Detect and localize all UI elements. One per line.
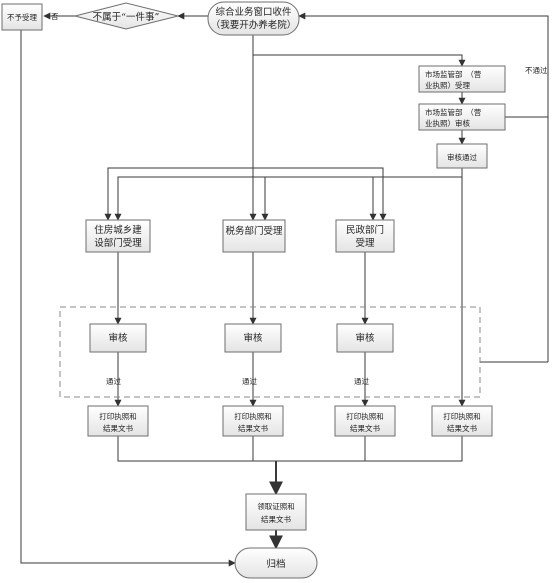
- archive-label: 归档: [266, 558, 285, 570]
- print-civil-line2: 结果文书: [350, 423, 380, 433]
- reject-node[interactable]: 不予受理: [1, 3, 43, 31]
- arrow-start-to-housing: [104, 167, 253, 221]
- collect-line2: 结果文书: [261, 514, 291, 524]
- arrow-pass-to-housing: [114, 168, 463, 221]
- reject-label: 不予受理: [7, 12, 37, 22]
- civil-line1: 民政部门: [346, 224, 384, 236]
- print-node-civil[interactable]: 打印执照和 结果文书: [334, 405, 396, 437]
- market-pass-node[interactable]: 审核通过: [436, 143, 488, 169]
- arrow-market-fail-loop: [298, 12, 549, 118]
- civil-line2: 受理: [355, 237, 375, 249]
- print-node-housing[interactable]: 打印执照和 结果文书: [87, 405, 149, 437]
- start-line2: （我要开办养老院）: [211, 19, 297, 31]
- market-accept-line2: 业执照）受理: [425, 80, 470, 90]
- print-civil-line1: 打印执照和: [346, 411, 384, 421]
- print-housing-line1: 打印执照和: [99, 411, 137, 421]
- start-line1: 综合业务窗口收件: [215, 6, 292, 18]
- arrow-start-to-civil: [253, 167, 387, 221]
- pass-label-housing: 通过: [106, 376, 121, 386]
- print-tax-line1: 打印执照和: [234, 411, 272, 421]
- tax-dept-node[interactable]: 税务部门受理: [222, 219, 286, 253]
- market-review-line1: 市场监管部 （营: [425, 107, 482, 117]
- review-label-housing: 审核: [108, 332, 128, 344]
- print-market-line1: 打印执照和: [443, 411, 481, 421]
- print-node-tax[interactable]: 打印执照和 结果文书: [222, 405, 284, 437]
- decision-node[interactable]: 不属于“一件事”: [74, 2, 179, 30]
- review-group-dashed: [59, 306, 481, 398]
- print-housing-line2: 结果文书: [103, 423, 133, 433]
- print-market-line2: 结果文书: [447, 423, 477, 433]
- line-prints-merge: [117, 436, 463, 462]
- housing-line2: 设部门受理: [94, 237, 142, 249]
- market-accept-node[interactable]: 市场监管部 （营 业执照）受理: [418, 65, 506, 93]
- review-label-civil: 审核: [355, 332, 375, 344]
- tax-line1: 税务部门受理: [225, 225, 283, 237]
- archive-node[interactable]: 归档: [234, 547, 318, 579]
- pass-label-civil: 通过: [354, 376, 369, 386]
- market-review-node[interactable]: 市场监管部 （营 业执照）审核: [418, 103, 506, 131]
- market-review-line2: 业执照）审核: [425, 118, 470, 128]
- review-node-civil[interactable]: 审核: [336, 323, 394, 353]
- market-fail-label: 不通过: [525, 65, 548, 75]
- connectors: [20, 12, 549, 567]
- review-label-tax: 审核: [243, 332, 263, 344]
- print-node-market[interactable]: 打印执照和 结果文书: [431, 405, 493, 437]
- housing-line1: 住房城乡建: [94, 224, 142, 236]
- civil-dept-node[interactable]: 民政部门 受理: [335, 219, 395, 253]
- start-node[interactable]: 综合业务窗口收件 （我要开办养老院）: [207, 1, 300, 36]
- review-node-tax[interactable]: 审核: [224, 323, 282, 353]
- arrow-to-market-accept: [253, 54, 466, 67]
- collect-line1: 领取证照和: [257, 501, 295, 511]
- housing-dept-node[interactable]: 住房城乡建 设部门受理: [85, 219, 151, 253]
- collect-node[interactable]: 领取证照和 结果文书: [245, 493, 307, 531]
- decision-label: 不属于“一件事”: [93, 11, 160, 23]
- print-tax-line2: 结果文书: [238, 423, 268, 433]
- pass-label-tax: 通过: [242, 376, 257, 386]
- review-node-housing[interactable]: 审核: [89, 323, 147, 353]
- market-accept-line1: 市场监管部 （营: [425, 69, 482, 79]
- market-pass-label: 审核通过: [447, 152, 477, 162]
- decision-no-label: 否: [51, 12, 59, 21]
- arrow-reject-to-archive: [20, 30, 236, 567]
